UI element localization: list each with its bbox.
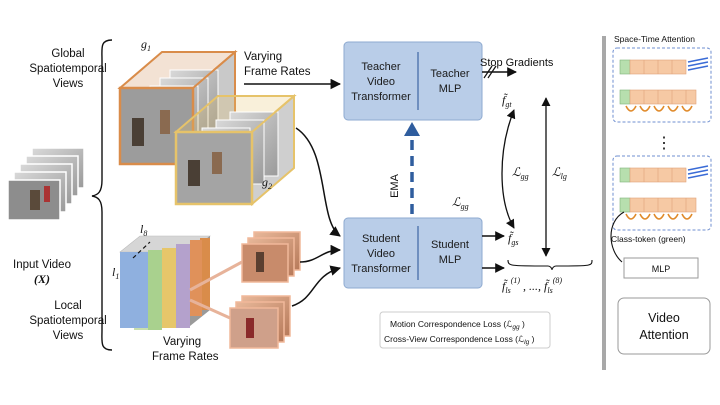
f-gs-label: f̃gs: [508, 230, 518, 247]
global-views-label-2: Spatiotemporal: [29, 63, 106, 75]
varying-rates-bottom-1: Varying: [163, 336, 201, 348]
class-token-connector: [610, 211, 625, 263]
teacher-transformer-line3: Transformer: [351, 91, 411, 103]
video-attention-line1: Video: [648, 311, 680, 325]
student-block: [343, 217, 483, 289]
local-views-stack: [119, 235, 211, 330]
varying-rates-top-2: Frame Rates: [244, 66, 311, 78]
local-views-label-1: Local: [54, 300, 82, 312]
local-views-label-3: Views: [53, 330, 84, 342]
teacher-transformer-line2: Video: [367, 76, 395, 88]
student-transformer-line2: Video: [367, 248, 395, 260]
student-transformer-line3: Transformer: [351, 263, 411, 275]
loss-legend-box: [379, 311, 551, 349]
space-time-attention-title: Space-Time Attention: [614, 34, 695, 44]
token-row-top-2: [619, 89, 697, 105]
varying-rates-bottom-2: Frame Rates: [152, 351, 219, 363]
crop-connector-1: [189, 260, 243, 292]
input-video-symbol: (X): [34, 272, 50, 286]
teacher-mlp-line1: Teacher: [430, 68, 469, 80]
l-dash: [132, 241, 151, 259]
f-ls-label: f̃ls(1) , ..., f̃ls(8): [502, 276, 562, 295]
student-mlp-line1: Student: [431, 239, 469, 251]
teacher-transformer-line1: Teacher: [361, 61, 400, 73]
video-attention-box: [617, 297, 711, 355]
stop-grad-mark-2: [487, 65, 497, 79]
local-crop-1: [241, 231, 301, 283]
loss-gg-arrow: [501, 109, 516, 229]
global-views-label-1: Global: [51, 48, 84, 60]
arrow-g2-to-student: [295, 127, 341, 237]
views-brace: [91, 39, 113, 351]
mlp-box: [623, 257, 699, 279]
ema-arrowhead: [404, 122, 420, 136]
student-mlp-line2: MLP: [439, 254, 462, 266]
token-row-bottom-2: [619, 197, 697, 213]
stop-gradients-label: Stop Gradients: [480, 57, 554, 69]
ls-brace: [507, 259, 593, 271]
local-views-label-2: Spatiotemporal: [29, 315, 106, 327]
token-row-bottom-1: [619, 167, 687, 183]
temporal-loops-top: [625, 105, 693, 112]
student-transformer-line1: Student: [362, 233, 400, 245]
g2-label: g2: [262, 175, 272, 191]
class-token-label: Class-token (green): [611, 234, 686, 244]
temporal-loops-bottom: [625, 213, 693, 220]
token-row-top-1: [619, 59, 687, 75]
g1-label: g1: [141, 37, 151, 53]
teacher-mlp-line2: MLP: [439, 83, 462, 95]
loss-gg-right: ℒgg: [512, 165, 529, 181]
l1-label: l1: [112, 265, 119, 281]
local-crop-2: [229, 295, 291, 349]
attention-arrows-bottom: [687, 165, 709, 179]
input-video-frames: [7, 147, 85, 221]
mlp-label: MLP: [652, 264, 671, 274]
global-view-g1-cube: [117, 49, 238, 167]
attention-box-top: [612, 47, 712, 123]
teacher-block: [343, 41, 483, 121]
global-view-g2-cube: [173, 93, 297, 207]
attention-box-bottom: [612, 155, 712, 231]
attention-arrows-top: [687, 57, 709, 71]
crop-connector-2: [189, 298, 231, 320]
video-attention-line2: Attention: [639, 328, 688, 342]
ema-label: EMA: [389, 173, 401, 198]
legend-motion: Motion Correspondence Loss (ℒgg ): [390, 319, 525, 331]
varying-rates-top-1: Varying: [244, 51, 282, 63]
f-gt-label: f̃gt: [502, 92, 512, 109]
loss-lg: ℒlg: [552, 165, 567, 181]
arrow-local2-to-student: [291, 265, 342, 307]
input-video-label: Input Video: [13, 259, 71, 271]
stop-grad-mark-1: [483, 65, 493, 79]
global-views-label-3: Views: [53, 78, 84, 90]
panel-ellipsis: ⋮: [656, 135, 672, 152]
legend-crossview: Cross-View Correspondence Loss (ℒlg ): [384, 334, 535, 346]
l8-label: l8: [140, 222, 147, 238]
loss-gg-center: ℒgg: [452, 195, 469, 211]
arrow-local1-to-student: [299, 244, 342, 263]
